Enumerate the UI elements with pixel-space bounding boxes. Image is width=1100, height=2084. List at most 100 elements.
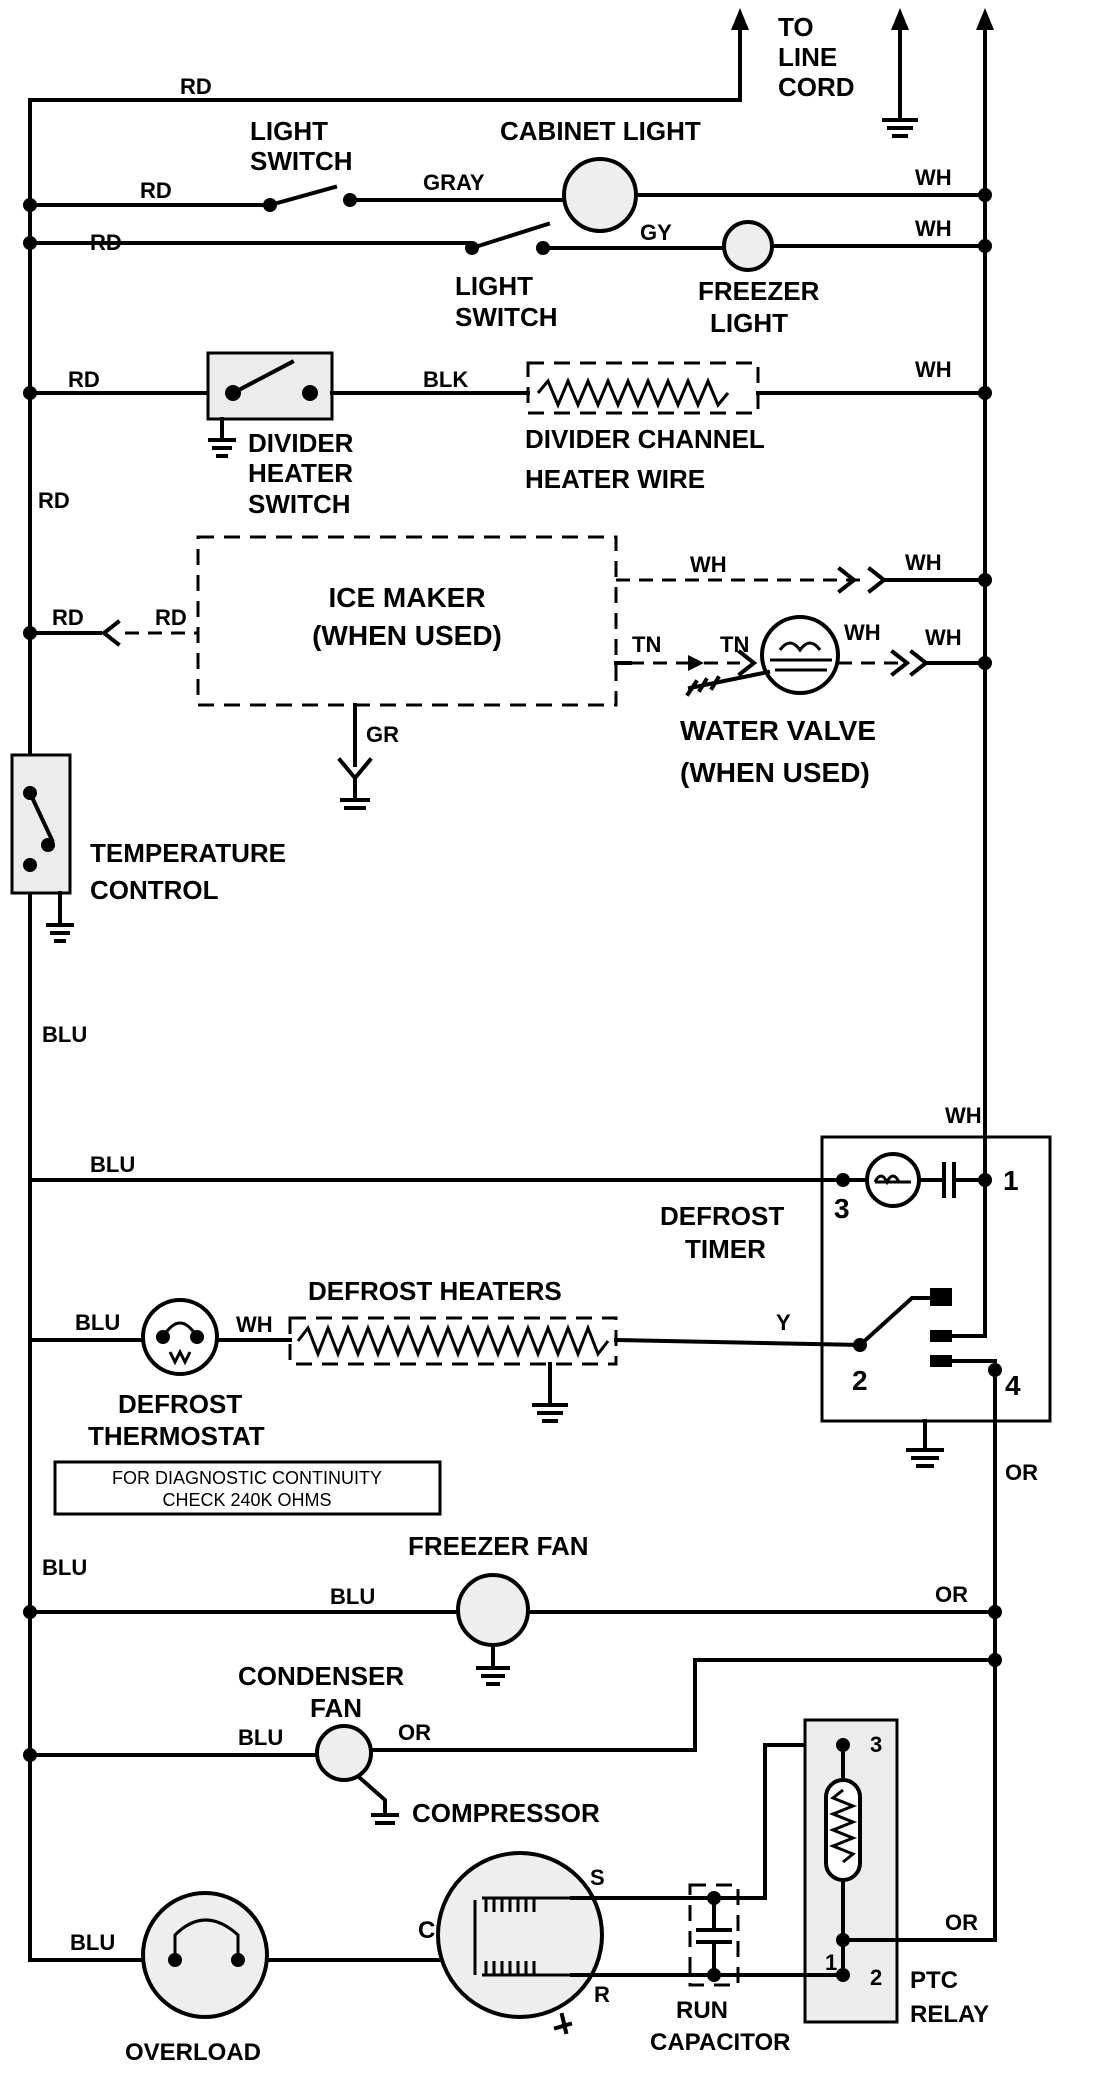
wh-ice-label: WH (690, 552, 727, 577)
light-switch-2-label-2: SWITCH (455, 302, 558, 332)
ptc-relay (803, 1718, 899, 2024)
gr-label: GR (366, 722, 399, 747)
cabinet-light-circuit: RD GRAY WH LIGHT SWITCH CABINET LIGHT (23, 116, 992, 233)
rd-ice-label-2: RD (155, 605, 187, 630)
divider-channel-label-1: DIVIDER CHANNEL (525, 424, 765, 454)
freezer-fan-motor (456, 1573, 530, 1647)
compressor-c-label: C (418, 1917, 435, 1944)
ice-maker-label-1: ICE MAKER (328, 582, 485, 613)
line-cord-terminals: TO LINE CORD RD (180, 8, 994, 138)
blu-timer-label: BLU (90, 1152, 135, 1177)
divider-heater-circuit: RD BLK WH DIVIDER HEATER SWITCH DIVIDER … (23, 351, 992, 519)
defrost-timer-label-1: DEFROST (660, 1201, 784, 1231)
diagnostic-note-line-2: CHECK 240K OHMS (162, 1490, 331, 1510)
defrost-heater-circuit: BLU WH Y DEFROST HEATERS DEFROST THERMOS… (28, 1276, 863, 1516)
temperature-control-label-1: TEMPERATURE (90, 838, 286, 868)
blu-heater-label: BLU (75, 1310, 120, 1335)
wh-ice-right-label: WH (905, 550, 942, 575)
water-valve-coil (760, 615, 840, 695)
wh-divider-label: WH (915, 357, 952, 382)
freezer-light-label-1: FREEZER (698, 276, 820, 306)
condenser-fan-label-1: CONDENSER (238, 1661, 404, 1691)
overload-label: OVERLOAD (125, 2039, 261, 2066)
divider-heater-switch-label-1: DIVIDER (248, 428, 354, 458)
blu-overload-label: BLU (70, 1930, 115, 1955)
rd-top-label: RD (180, 74, 212, 99)
run-capacitor (688, 1883, 740, 1987)
temperature-control-label-2: CONTROL (90, 875, 219, 905)
divider-channel-heater (526, 361, 760, 415)
or-relay-label: OR (945, 1910, 978, 1935)
ground-icon (882, 118, 918, 138)
terminal-1: 1 (1003, 1165, 1019, 1196)
to-line-cord-label-2: LINE (778, 42, 837, 72)
or-freezer-fan-label: OR (935, 1582, 968, 1607)
divider-channel-label-2: HEATER WIRE (525, 464, 705, 494)
cabinet-light-label: CABINET LIGHT (500, 116, 701, 146)
defrost-thermostat-label-1: DEFROST (118, 1389, 242, 1419)
condenser-fan-label-2: FAN (310, 1693, 362, 1723)
defrost-heaters-label: DEFROST HEATERS (308, 1276, 562, 1306)
diagnostic-note-line-1: FOR DIAGNOSTIC CONTINUITY (112, 1468, 382, 1488)
wh-freezer-label: WH (915, 216, 952, 241)
terminal-2: 2 (852, 1365, 868, 1396)
cabinet-light-bulb (562, 157, 638, 233)
compressor-circuit: BLU OVERLOAD C S R COMPRESSOR RUN CAPACI… (28, 1658, 997, 2066)
compressor-motor (436, 1851, 604, 2019)
relay-terminal-3: 3 (870, 1732, 882, 1757)
freezer-fan-label: FREEZER FAN (408, 1531, 589, 1561)
light-switch-2-label-1: LIGHT (455, 271, 533, 301)
ice-maker-label-2: (WHEN USED) (312, 620, 502, 651)
defrost-timer: WH BLU 1 3 DEFROST TIMER 2 4 OR (28, 1103, 1052, 1662)
overload (141, 1891, 269, 2019)
freezer-light-circuit: RD GY WH LIGHT SWITCH FREEZER LIGHT (23, 216, 992, 338)
gray-label: GRAY (423, 170, 485, 195)
ice-maker-box (196, 535, 618, 707)
relay-terminal-2: 2 (870, 1965, 882, 1990)
light-switch-label-2: SWITCH (250, 146, 353, 176)
water-valve-label-2: (WHEN USED) (680, 757, 870, 788)
defrost-timer-box (820, 1135, 1052, 1423)
ptc-relay-label-1: PTC (910, 1967, 958, 1994)
run-capacitor-label-1: RUN (676, 1997, 728, 2024)
run-capacitor-label-2: CAPACITOR (650, 2029, 790, 2056)
blu-condenser-label: BLU (238, 1725, 283, 1750)
condenser-fan-motor (315, 1724, 373, 1782)
wh-valve-right-label: WH (925, 625, 962, 650)
relay-terminal-1: 1 (825, 1950, 837, 1975)
rd-rail-label: RD (38, 488, 70, 513)
divider-heater-switch-label-2: HEATER (248, 458, 353, 488)
ptc-relay-label-2: RELAY (910, 2001, 989, 2028)
tn-label-1: TN (632, 632, 661, 657)
defrost-thermostat (141, 1298, 219, 1376)
temperature-control-box (10, 753, 72, 895)
compressor-s-label: S (590, 1865, 605, 1890)
blu-fan-rail-label: BLU (42, 1555, 87, 1580)
blk-label: BLK (423, 367, 468, 392)
rd-divider-label: RD (68, 367, 100, 392)
tn-label-2: TN (720, 632, 749, 657)
terminal-3: 3 (834, 1193, 850, 1224)
to-line-cord-label-1: TO (778, 12, 814, 42)
terminal-4: 4 (1005, 1370, 1021, 1401)
freezer-light-label-2: LIGHT (710, 308, 788, 338)
wh-heater-label: WH (236, 1312, 273, 1337)
diagnostic-note-box (53, 1460, 442, 1516)
blu-freezer-fan-label: BLU (330, 1584, 375, 1609)
compressor-r-label: R (594, 1982, 610, 2007)
condenser-fan-circuit: BLU OR CONDENSER FAN (23, 1653, 1002, 1825)
compressor-label: COMPRESSOR (412, 1798, 600, 1828)
temperature-control: TEMPERATURE CONTROL BLU (10, 753, 286, 1047)
light-switch-label-1: LIGHT (250, 116, 328, 146)
defrost-thermostat-label-2: THERMOSTAT (88, 1421, 265, 1451)
ice-maker-circuit: ICE MAKER (WHEN USED) RD RD WH WH TN TN (23, 535, 992, 810)
to-line-cord-label-3: CORD (778, 72, 855, 102)
divider-heater-switch-label-3: SWITCH (248, 489, 351, 519)
freezer-light-bulb (722, 220, 774, 272)
or-condenser-label: OR (398, 1720, 431, 1745)
defrost-timer-label-2: TIMER (685, 1234, 766, 1264)
or-timer-label: OR (1005, 1460, 1038, 1485)
wh-valve-label: WH (844, 620, 881, 645)
water-valve-label-1: WATER VALVE (680, 715, 876, 746)
